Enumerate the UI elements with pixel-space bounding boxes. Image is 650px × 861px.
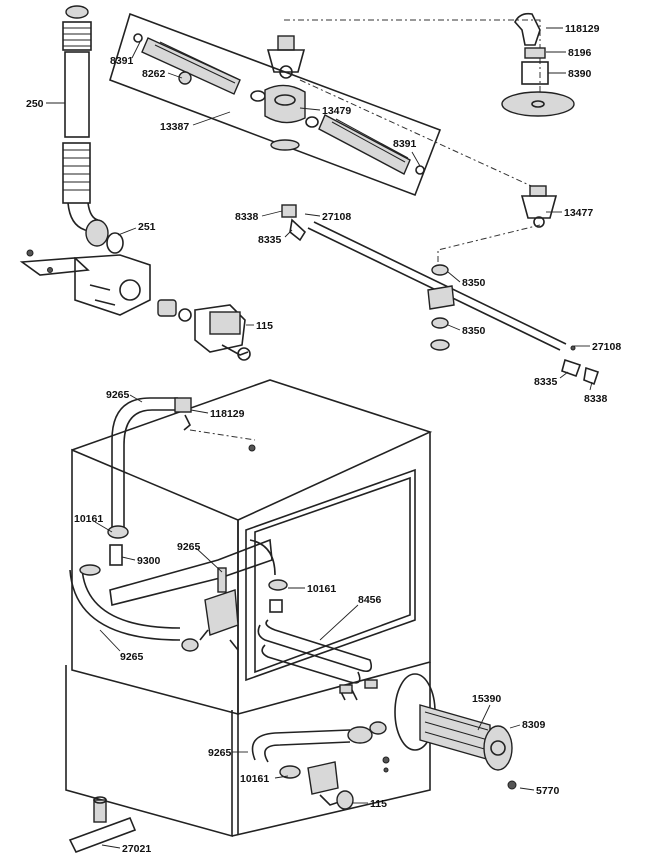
label-8390: 8390 bbox=[568, 68, 592, 80]
label-27108-bottom: 27108 bbox=[592, 341, 621, 353]
lower-hose-valve-115 bbox=[251, 721, 390, 810]
fill-tube-250 bbox=[62, 5, 124, 254]
label-27108-top: 27108 bbox=[322, 211, 351, 223]
elbow-fitting-118129 bbox=[501, 12, 575, 228]
label-8262: 8262 bbox=[142, 68, 166, 80]
hose-and-valve-center bbox=[69, 525, 288, 652]
label-251: 251 bbox=[138, 221, 156, 233]
label-15390: 15390 bbox=[472, 693, 501, 705]
label-8335-top: 8335 bbox=[258, 234, 282, 246]
label-10161-bottom: 10161 bbox=[240, 773, 269, 785]
upper-spray-nozzle bbox=[266, 19, 541, 191]
label-9265-bottom: 9265 bbox=[208, 747, 232, 759]
label-5770: 5770 bbox=[536, 785, 560, 797]
label-13479: 13479 bbox=[322, 105, 351, 117]
label-115-top: 115 bbox=[256, 320, 273, 332]
label-13477: 13477 bbox=[564, 207, 593, 219]
label-8350-top: 8350 bbox=[462, 277, 486, 289]
label-9300: 9300 bbox=[137, 555, 161, 567]
label-250: 250 bbox=[26, 98, 44, 110]
fill-hose-9265 bbox=[111, 397, 256, 530]
label-8335-bottom: 8335 bbox=[534, 376, 558, 388]
label-13387: 13387 bbox=[160, 121, 189, 133]
heater-assembly-15390 bbox=[394, 673, 517, 790]
label-8350-bottom: 8350 bbox=[462, 325, 486, 337]
spray-arm-box-13387 bbox=[109, 12, 442, 197]
label-118129-top: 118129 bbox=[565, 23, 600, 35]
label-8391-right: 8391 bbox=[393, 138, 417, 150]
label-10161-left: 10161 bbox=[74, 513, 103, 525]
dishwasher-tub bbox=[65, 379, 433, 838]
label-8456: 8456 bbox=[358, 594, 382, 606]
label-9265-top: 9265 bbox=[106, 389, 130, 401]
label-9265-lower-left: 9265 bbox=[120, 651, 144, 663]
label-118129-mid: 118129 bbox=[210, 408, 245, 420]
heating-element-8456 bbox=[257, 619, 378, 701]
label-115-bottom: 115 bbox=[370, 798, 387, 810]
label-8338-bottom: 8338 bbox=[584, 393, 608, 405]
spray-tube-assembly bbox=[281, 204, 600, 386]
label-10161-mid: 10161 bbox=[307, 583, 336, 595]
inlet-valve-bracket-assembly bbox=[19, 249, 251, 361]
label-27021: 27021 bbox=[122, 843, 151, 855]
label-9265-mid: 9265 bbox=[177, 541, 201, 553]
label-8338-top: 8338 bbox=[235, 211, 259, 223]
leader-lines bbox=[46, 27, 593, 849]
label-8309: 8309 bbox=[522, 719, 546, 731]
tee-fitting-27021 bbox=[68, 796, 137, 854]
label-8391-left: 8391 bbox=[110, 55, 134, 67]
part-labels: 118129 8196 8390 8391 8262 250 13479 133… bbox=[26, 23, 621, 855]
label-8196: 8196 bbox=[568, 47, 592, 59]
